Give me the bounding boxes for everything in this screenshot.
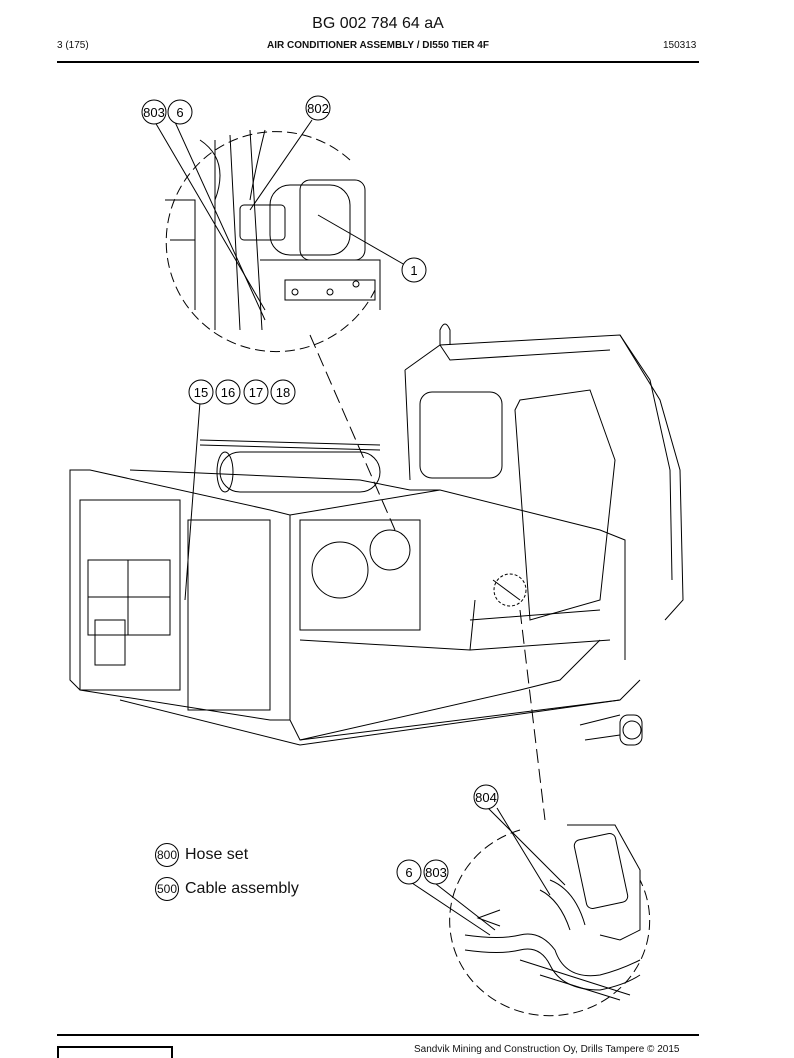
callout-18: 18 [270, 379, 296, 405]
footer-rule [57, 1034, 699, 1036]
callout-802: 802 [305, 95, 331, 121]
machine-drawing [69, 323, 684, 746]
page-number: 3 (175) [57, 40, 89, 51]
page-title: AIR CONDITIONER ASSEMBLY / DI550 TIER 4F [267, 40, 489, 51]
callouts: 803 6 802 1 15 16 17 18 804 6 803 [141, 95, 499, 885]
callout-16: 16 [215, 379, 241, 405]
leader-lines-bottom [411, 609, 566, 936]
callout-804: 804 [473, 784, 499, 810]
svg-text:17: 17 [249, 385, 263, 400]
svg-text:16: 16 [221, 385, 235, 400]
svg-text:804: 804 [475, 790, 497, 805]
legend-item-cable-assembly: 500 Cable assembly [155, 876, 299, 902]
callout-803-top: 803 [141, 99, 167, 125]
callout-803-bottom: 803 [423, 859, 449, 885]
legend-label: Cable assembly [185, 880, 299, 897]
callout-15: 15 [188, 379, 214, 405]
svg-text:802: 802 [307, 101, 329, 116]
footer-copyright: Sandvik Mining and Construction Oy, Dril… [414, 1044, 680, 1055]
document-number: BG 002 784 64 aA [312, 15, 444, 32]
detail-view-bottom [449, 824, 651, 1017]
legend-ref: 800 [155, 843, 179, 867]
date-code: 150313 [663, 40, 697, 51]
detail-view-top [165, 129, 381, 353]
svg-text:1: 1 [410, 263, 417, 278]
header-rule [57, 61, 699, 63]
svg-text:18: 18 [276, 385, 290, 400]
sandvik-logo [57, 1046, 173, 1058]
legend-label: Hose set [185, 846, 249, 863]
svg-text:6: 6 [405, 865, 412, 880]
callout-17: 17 [243, 379, 269, 405]
svg-text:803: 803 [425, 865, 447, 880]
svg-text:803: 803 [143, 105, 165, 120]
callout-6-top: 6 [167, 99, 193, 125]
leader-lines-top [154, 119, 406, 601]
callout-6-bottom: 6 [396, 859, 422, 885]
legend-ref: 500 [155, 877, 179, 901]
callout-1: 1 [401, 257, 427, 283]
svg-text:6: 6 [176, 105, 183, 120]
legend-item-hose-set: 800 Hose set [155, 842, 248, 868]
svg-text:15: 15 [194, 385, 208, 400]
